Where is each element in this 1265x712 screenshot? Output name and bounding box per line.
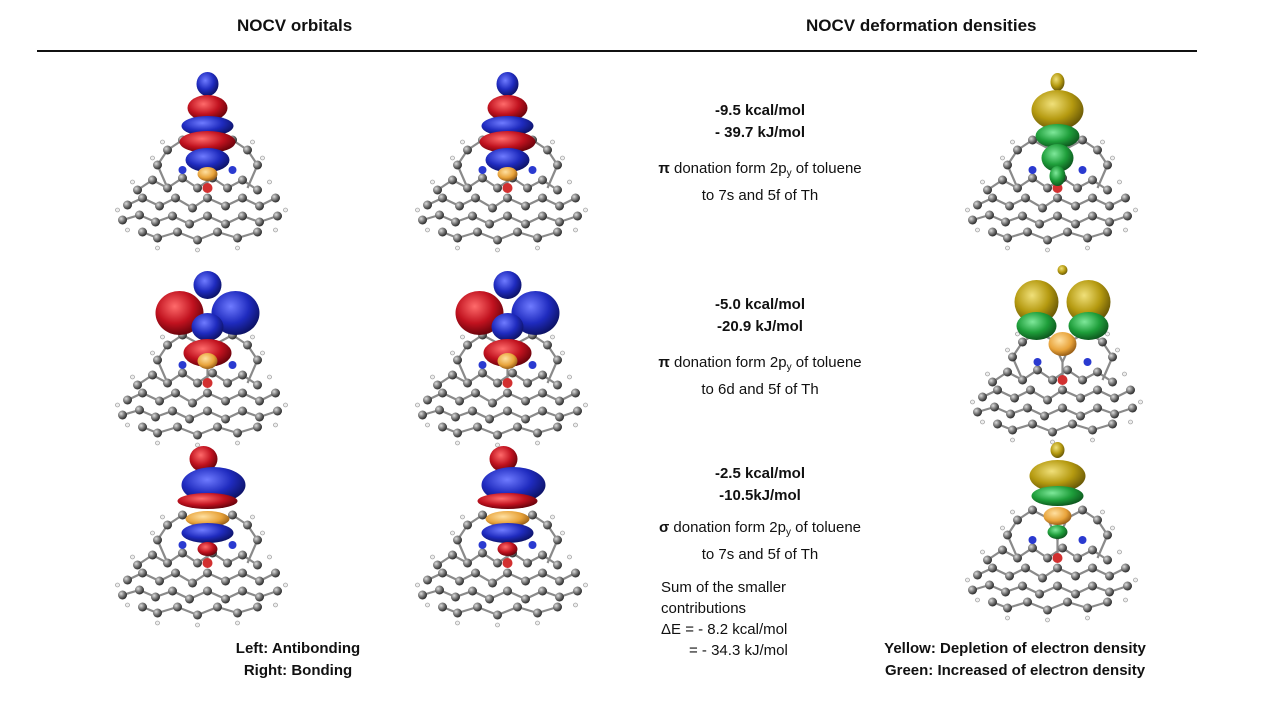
sum-contributions: Sum of the smaller contributions ΔE = - … — [661, 577, 788, 661]
legend-increase: Green: Increased of electron density — [884, 662, 1146, 679]
energy-kj: - 39.7 kJ/mol — [714, 124, 806, 141]
description-line2: to 7s and 5f of Th — [701, 187, 819, 204]
symbol: σ — [658, 519, 670, 536]
orbital-bonding-row1 — [395, 70, 610, 260]
energy-block-row2: -5.0 kcal/mol -20.9 kJ/mol π donation fo… — [620, 294, 900, 401]
orbitals-header: NOCV orbitals — [237, 16, 353, 35]
deformation-density-row3 — [945, 440, 1160, 630]
desc-sub: y — [786, 168, 792, 179]
legend-bonding: Right: Bonding — [243, 662, 353, 679]
orbital-antibonding-row2 — [95, 265, 310, 455]
energy-kcal: -2.5 kcal/mol — [714, 465, 806, 482]
energy-kj: -10.5kJ/mol — [719, 487, 801, 504]
description-line2: to 7s and 5f of Th — [701, 546, 819, 563]
legend-antibonding: Left: Antibonding — [235, 640, 361, 657]
deformation-density-row1 — [945, 70, 1160, 260]
desc-pre: donation form 2p — [674, 160, 787, 177]
description-line2: to 6d and 5f of Th — [701, 381, 819, 398]
description-line1: π donation form 2py of toluene — [620, 352, 900, 379]
sum-line3: ΔE = - 8.2 kcal/mol — [661, 621, 788, 638]
desc-pre: donation form 2p — [673, 519, 786, 536]
desc-post: of toluene — [795, 519, 862, 536]
desc-post: of toluene — [795, 354, 862, 371]
sum-line1: Sum of the smaller — [661, 579, 787, 596]
orbital-antibonding-row3 — [95, 445, 310, 635]
energy-kcal: -5.0 kcal/mol — [714, 296, 806, 313]
orbital-antibonding-row1 — [95, 70, 310, 260]
energy-kj: -20.9 kJ/mol — [717, 318, 803, 335]
energy-block-row3: -2.5 kcal/mol -10.5kJ/mol σ donation for… — [620, 463, 900, 566]
desc-post: of toluene — [795, 160, 862, 177]
desc-pre: donation form 2p — [674, 354, 787, 371]
legend-orbitals: Left: Antibonding Right: Bonding — [178, 638, 418, 682]
symbol: π — [658, 160, 670, 177]
sum-line2: contributions — [661, 600, 747, 617]
orbital-bonding-row2 — [395, 265, 610, 455]
symbol: π — [658, 354, 670, 371]
legend-densities: Yellow: Depletion of electron density Gr… — [860, 638, 1170, 682]
energy-block-row1: -9.5 kcal/mol - 39.7 kJ/mol π donation f… — [620, 100, 900, 207]
sum-line4: = - 34.3 kJ/mol — [689, 642, 788, 659]
deformation-density-row2 — [950, 262, 1165, 452]
description-line1: π donation form 2py of toluene — [620, 158, 900, 185]
energy-kcal: -9.5 kcal/mol — [714, 102, 806, 119]
description-line1: σ donation form 2py of toluene — [620, 517, 900, 544]
desc-sub: y — [785, 527, 791, 538]
legend-depletion: Yellow: Depletion of electron density — [884, 640, 1146, 657]
densities-header: NOCV deformation densities — [806, 16, 1037, 35]
header-rule — [37, 50, 1197, 52]
orbital-bonding-row3 — [395, 445, 610, 635]
desc-sub: y — [786, 362, 792, 373]
